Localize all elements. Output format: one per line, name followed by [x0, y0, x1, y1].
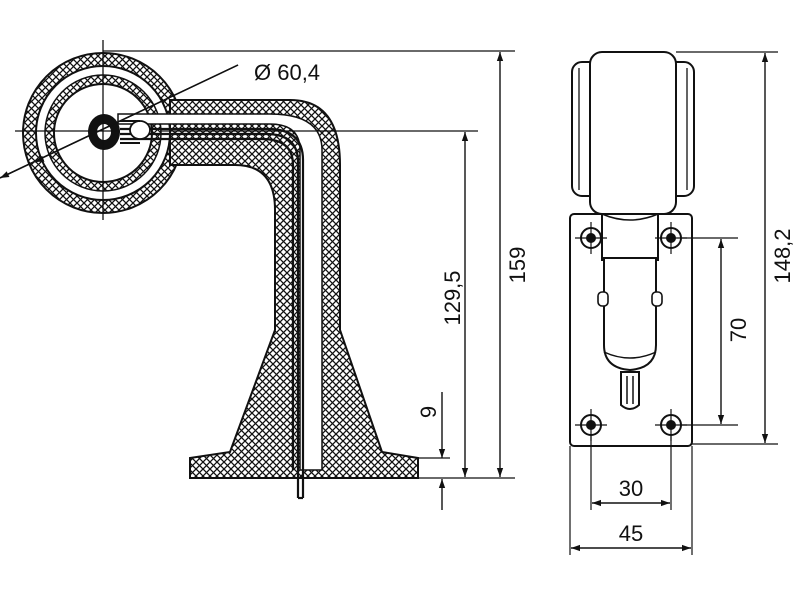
dim-arm-height: 129,5 — [440, 270, 465, 325]
cable-gland — [620, 371, 640, 410]
screw-bottom-right — [655, 409, 687, 441]
front-view: Ø 60,4 159 129,5 9 — [0, 40, 530, 510]
screw-top-left — [575, 222, 607, 254]
dim-side-height: 148,2 — [770, 228, 795, 283]
bulb-holder — [597, 257, 663, 372]
dim-total-height: 159 — [505, 247, 530, 284]
lens-cap — [571, 51, 695, 215]
dim-base-thickness: 9 — [416, 406, 441, 418]
neck — [601, 213, 659, 261]
dim-hole-vertical: 70 — [726, 318, 751, 342]
side-extension-lines — [569, 51, 778, 555]
extension-lines — [103, 50, 515, 479]
dim-hole-horizontal: 30 — [619, 476, 643, 501]
cable — [120, 127, 305, 500]
diameter-leader — [0, 64, 239, 179]
dim-plate-width: 45 — [619, 521, 643, 546]
bulb-socket — [88, 114, 151, 150]
dim-lens-diameter: Ø 60,4 — [254, 60, 320, 85]
center-lines — [15, 40, 120, 220]
side-view: 148,2 70 30 45 — [569, 51, 795, 555]
